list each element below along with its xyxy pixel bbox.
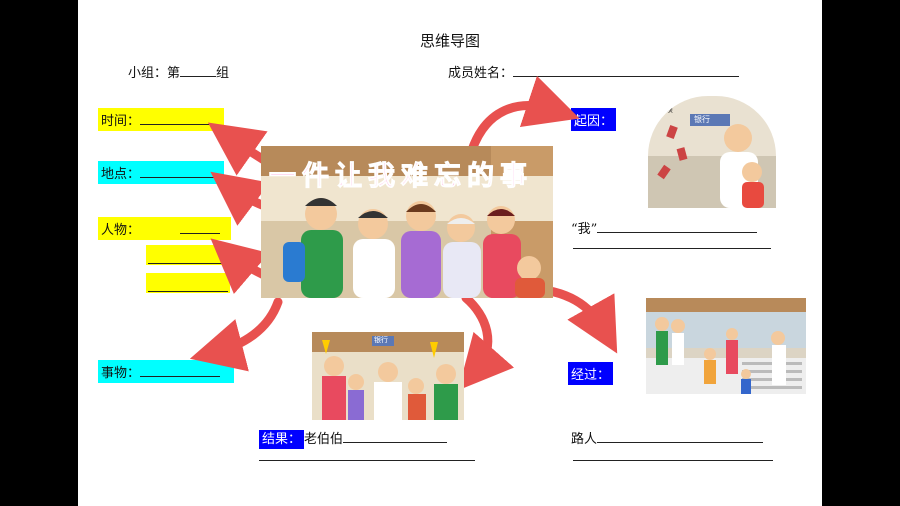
members-blank[interactable] [513, 76, 740, 77]
people-blank-box-2 [146, 245, 230, 265]
people-blank-2[interactable] [148, 245, 228, 264]
passerby-blank-1[interactable] [597, 442, 764, 443]
people-label: 人物： [101, 223, 141, 238]
old-man-label: 老伯伯 [304, 432, 344, 447]
result-blank-2[interactable] [259, 460, 475, 461]
arrow-to-event [189, 297, 283, 372]
place-label: 地点： [101, 167, 141, 182]
event-blank[interactable] [140, 376, 221, 377]
process-label: 经过： [568, 362, 614, 385]
process-picture [646, 298, 806, 394]
passerby-blank-2[interactable] [573, 460, 773, 461]
result-field: 结果：老伯伯 [259, 428, 448, 449]
cause-picture: 只 顾 银行 [648, 96, 776, 208]
group-field: 小组：第 组 [128, 62, 229, 81]
passerby-field: 路人 [571, 428, 764, 447]
page-title: 思维导图 [419, 32, 480, 50]
people-label-box: 人物： [98, 217, 231, 240]
time-blank[interactable] [140, 124, 215, 125]
arrow-to-time [207, 122, 269, 176]
place-field: 地点： [98, 161, 224, 184]
time-field: 时间： [98, 108, 224, 131]
cause-sign-text: 只 顾 [652, 105, 673, 115]
me-field: “我” [571, 218, 758, 237]
me-label: “我” [571, 222, 598, 237]
me-blank-1[interactable] [597, 232, 758, 233]
group-suffix: 组 [216, 66, 230, 81]
passerby-label: 路人 [571, 432, 598, 447]
members-field: 成员姓名： [448, 62, 740, 81]
time-label-box: 时间： [98, 108, 224, 131]
group-blank[interactable] [180, 76, 217, 77]
people-blank-1[interactable] [180, 233, 221, 234]
result-scene-illustration [312, 332, 464, 420]
process-scene-illustration [646, 298, 806, 394]
event-label: 事物： [101, 366, 141, 381]
cause-bank-sign: 银行 [694, 115, 710, 124]
place-label-box: 地点： [98, 161, 224, 184]
group-label: 小组：第 [128, 66, 181, 81]
people-field: 人物： [98, 217, 231, 240]
worksheet-page: 思维导图 小组：第 组 成员姓名： 时间： 地点： 人物： 事物： 起因： “我”… [78, 0, 822, 506]
center-picture: 一件让我难忘的事 [261, 146, 553, 298]
banner-text: 一件让我难忘的事 [269, 161, 533, 193]
time-label: 时间： [101, 114, 141, 129]
me-blank-2[interactable] [573, 248, 771, 249]
people-blank-box-3 [146, 273, 230, 293]
arrow-to-people [210, 238, 270, 295]
result-label: 结果： [259, 430, 305, 449]
members-label: 成员姓名： [448, 66, 514, 81]
cause-label: 起因： [571, 108, 617, 131]
arrow-to-cause [467, 75, 580, 155]
result-bank-sign: 银行 [374, 336, 388, 344]
arrow-to-place [210, 171, 270, 226]
result-blank-1[interactable] [343, 442, 448, 443]
arrow-to-result [458, 293, 515, 391]
center-scene-illustration [261, 146, 553, 298]
place-blank[interactable] [140, 177, 215, 178]
result-picture: 银行 [312, 332, 464, 420]
people-blank-3[interactable] [148, 273, 228, 292]
cause-scene-illustration [648, 96, 776, 208]
